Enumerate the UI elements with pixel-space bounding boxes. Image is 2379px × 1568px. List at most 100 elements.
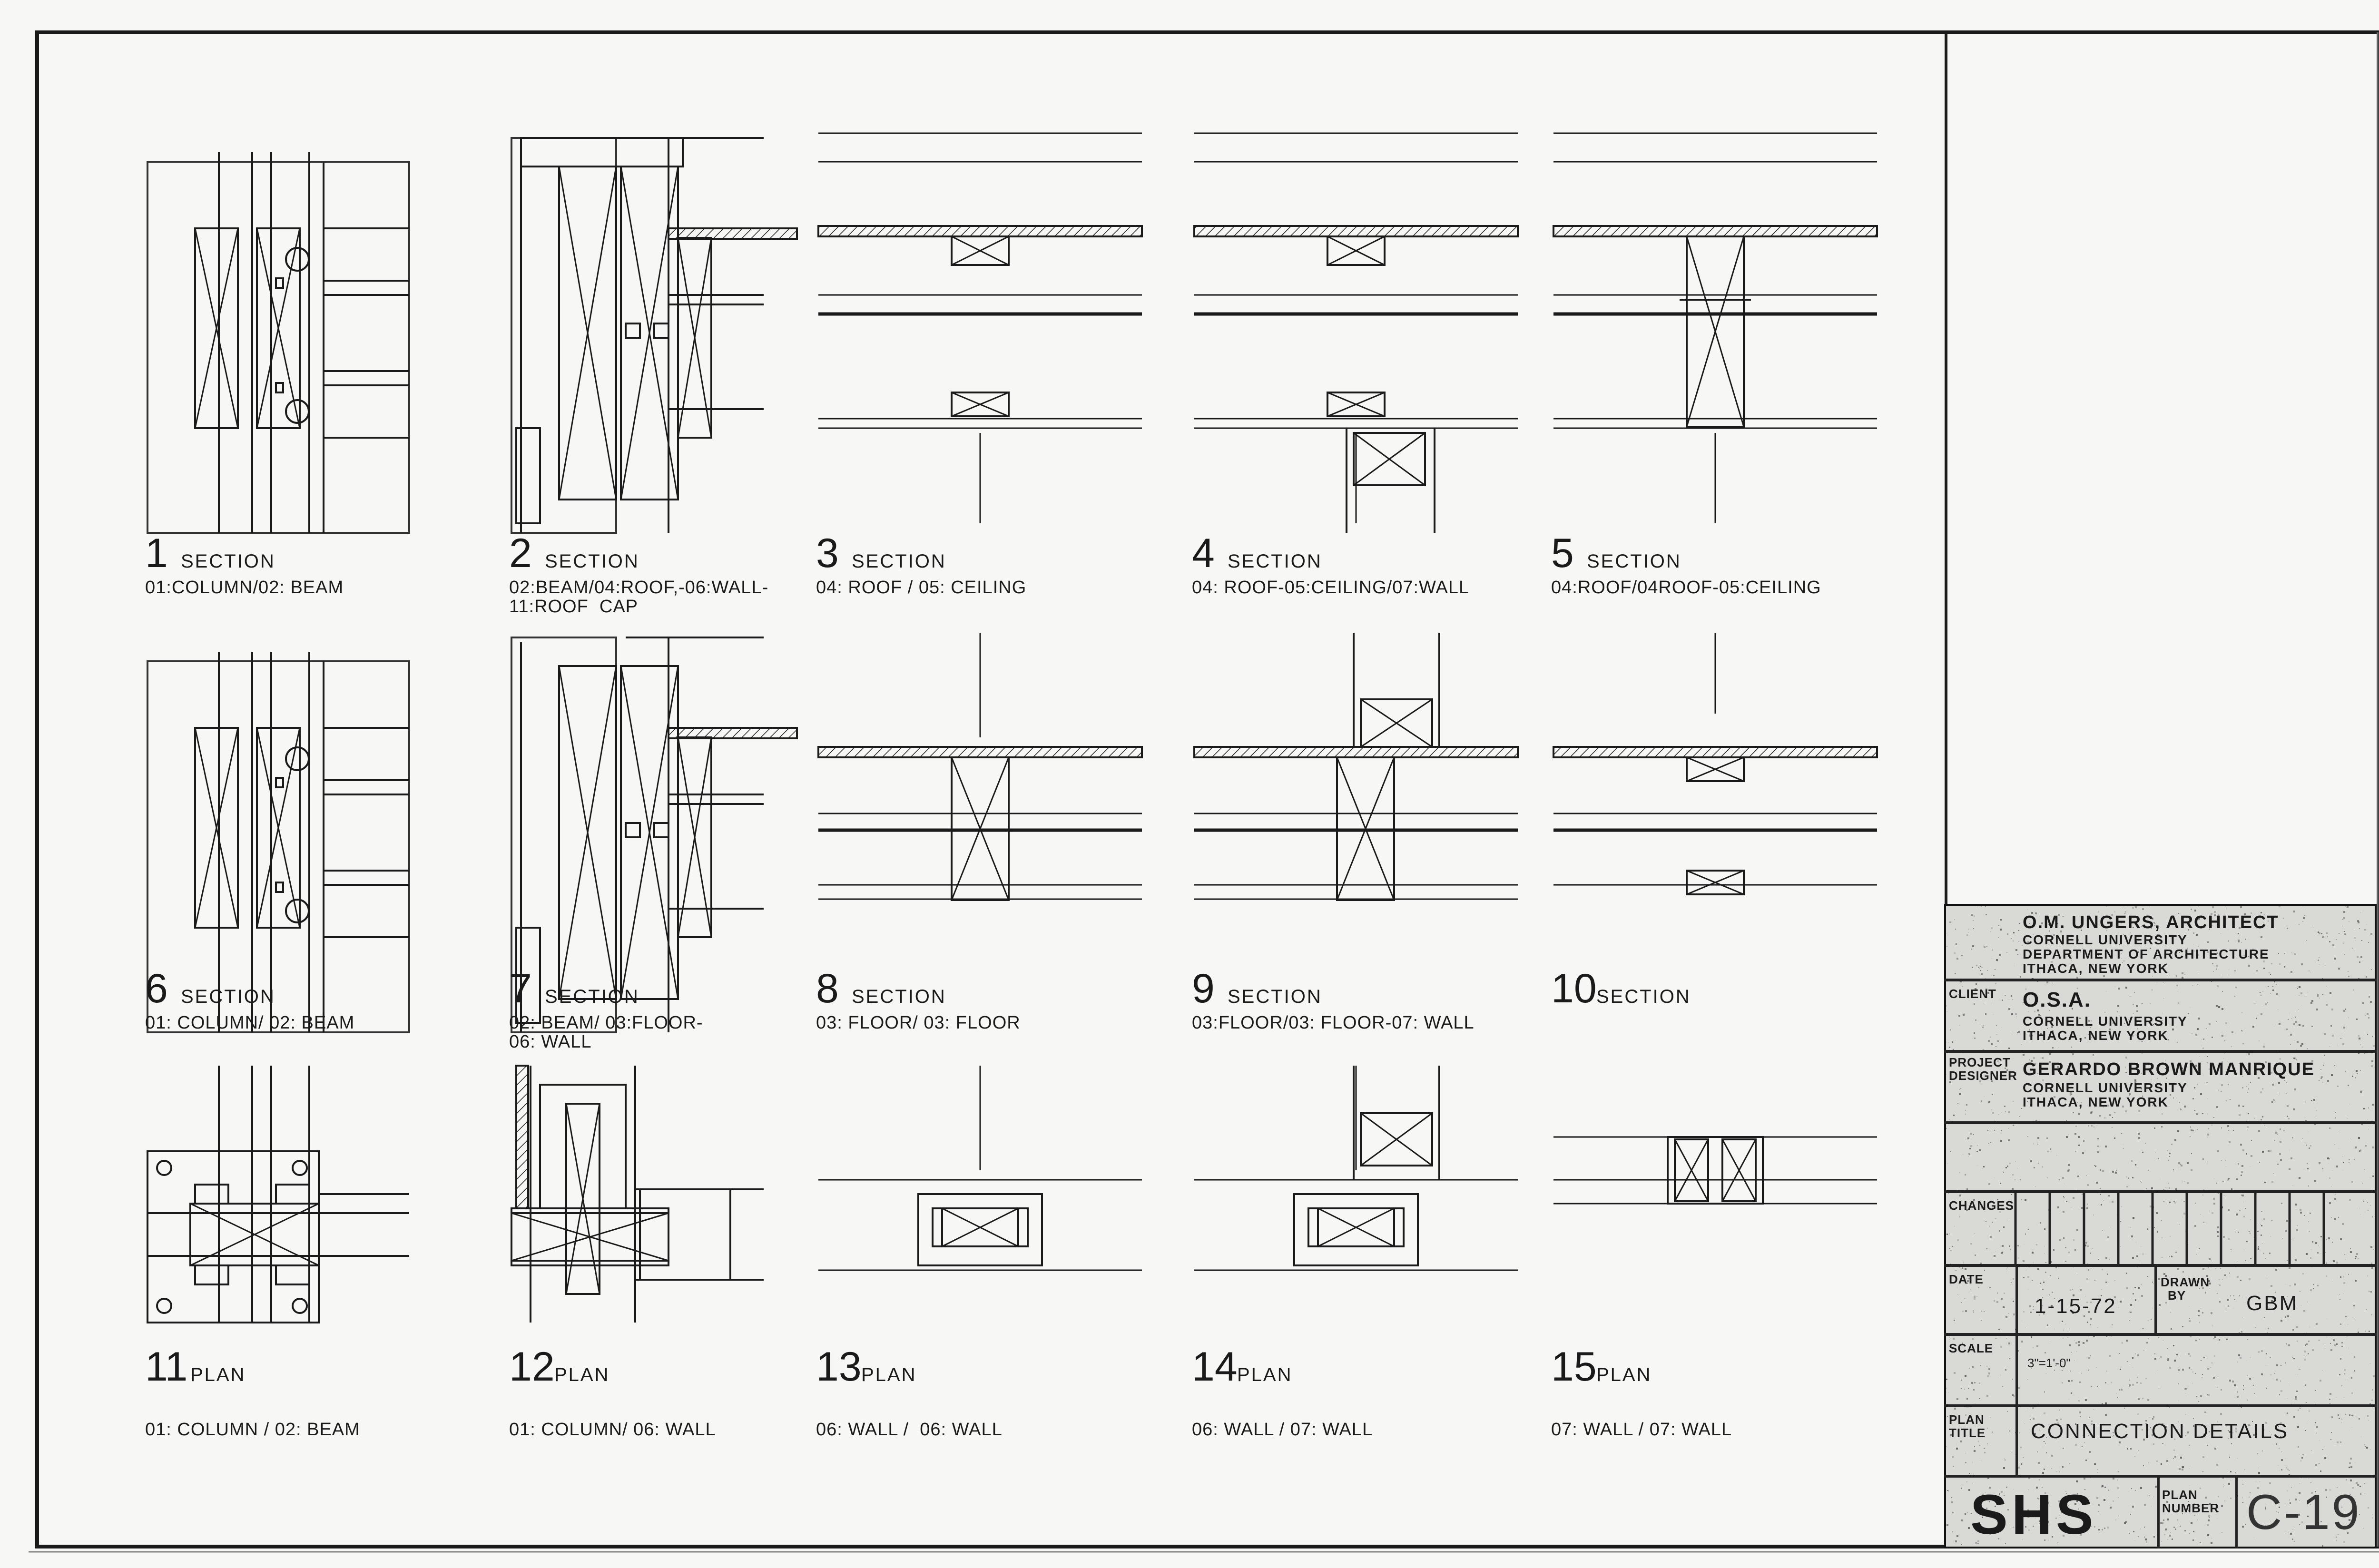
detail-description-8: 03: FLOOR/ 03: FLOOR xyxy=(816,1013,1021,1033)
detail-description-3: 04: ROOF / 05: CEILING xyxy=(816,578,1027,598)
designer-name: GERARDO BROWN MANRIQUE xyxy=(2023,1059,2315,1079)
plan-title-row: PLAN TITLE CONNECTION DETAILS xyxy=(1944,1407,2377,1478)
architect-line3: ITHACA, NEW YORK xyxy=(2023,961,2169,976)
date-label: DATE xyxy=(1949,1272,1984,1286)
blank-row xyxy=(1944,1124,2377,1193)
detail-12-drawing xyxy=(511,1065,764,1323)
client-name: O.S.A. xyxy=(2023,988,2092,1011)
detail-number-14: 14 xyxy=(1192,1344,1238,1390)
detail-description-6: 01: COLUMN/ 02: BEAM xyxy=(145,1013,355,1033)
detail-description-13: 06: WALL / 06: WALL xyxy=(816,1420,1003,1440)
logo-row: SHS PLAN NUMBER C-19 xyxy=(1944,1478,2377,1548)
detail-7-drawing xyxy=(511,637,798,1033)
detail-type-3: SECTION xyxy=(852,551,946,572)
drawn-by-label-2: BY xyxy=(2168,1288,2186,1303)
detail-type-6: SECTION xyxy=(181,986,275,1007)
detail-description-7: 02: BEAM/ 03:FLOOR- 06: WALL xyxy=(509,1013,703,1052)
detail-1-drawing xyxy=(147,152,410,534)
date-value: 1-15-72 xyxy=(2035,1294,2117,1318)
detail-number-10: 10 xyxy=(1551,966,1597,1011)
architect-line2: DEPARTMENT OF ARCHITECTURE xyxy=(2023,947,2270,961)
detail-type-2: SECTION xyxy=(545,551,639,572)
detail-description-9: 03:FLOOR/03: FLOOR-07: WALL xyxy=(1192,1013,1475,1033)
detail-type-11: PLAN xyxy=(190,1364,246,1385)
detail-6-drawing xyxy=(147,652,410,1033)
detail-number-9: 9 xyxy=(1192,966,1215,1011)
designer-label-2: DESIGNER xyxy=(1949,1068,2017,1083)
detail-14-drawing xyxy=(1194,1066,1518,1271)
plan-number-label-2: NUMBER xyxy=(2162,1501,2220,1515)
detail-number-12: 12 xyxy=(509,1344,555,1390)
detail-number-3: 3 xyxy=(816,530,839,576)
detail-11-drawing xyxy=(147,1066,409,1323)
client-row: CLIENT O.S.A. CORNELL UNIVERSITY ITHACA,… xyxy=(1944,981,2377,1053)
architect-row: O.M. UNGERS, ARCHITECT CORNELL UNIVERSIT… xyxy=(1944,904,2377,981)
detail-type-4: SECTION xyxy=(1228,551,1322,572)
detail-type-15: PLAN xyxy=(1596,1364,1652,1385)
changes-row: CHANGES xyxy=(1944,1193,2377,1267)
detail-description-12: 01: COLUMN/ 06: WALL xyxy=(509,1420,716,1440)
scale-value: 3"=1'-0" xyxy=(2027,1356,2071,1370)
detail-type-10: SECTION xyxy=(1596,986,1691,1007)
drawn-by-value: GBM xyxy=(2246,1292,2299,1315)
changes-label: CHANGES xyxy=(1949,1198,2015,1213)
detail-10-drawing xyxy=(1553,633,1878,895)
detail-description-2: 02:BEAM/04:ROOF,-06:WALL- 11:ROOF CAP xyxy=(509,578,769,617)
detail-type-12: PLAN xyxy=(554,1364,610,1385)
detail-number-4: 4 xyxy=(1192,530,1215,576)
detail-number-13: 13 xyxy=(816,1344,862,1390)
shs-logo: SHS xyxy=(1970,1483,2097,1546)
scale-label: SCALE xyxy=(1949,1341,1994,1355)
detail-description-4: 04: ROOF-05:CEILING/07:WALL xyxy=(1192,578,1470,598)
scale-row: SCALE 3"=1'-0" xyxy=(1944,1336,2377,1407)
title-block: O.M. UNGERS, ARCHITECT CORNELL UNIVERSIT… xyxy=(1944,904,2377,1548)
detail-description-15: 07: WALL / 07: WALL xyxy=(1551,1420,1732,1440)
architect-line1: CORNELL UNIVERSITY xyxy=(2023,932,2188,947)
detail-type-1: SECTION xyxy=(181,551,275,572)
date-row: DATE 1-15-72 DRAWN BY GBM xyxy=(1944,1267,2377,1336)
detail-type-13: PLAN xyxy=(861,1364,917,1385)
detail-9-drawing xyxy=(1193,633,1519,901)
detail-2-drawing xyxy=(511,137,798,534)
detail-number-15: 15 xyxy=(1551,1344,1597,1390)
detail-number-1: 1 xyxy=(145,530,168,576)
detail-3-drawing xyxy=(817,132,1143,523)
plan-title-value: CONNECTION DETAILS xyxy=(2031,1420,2289,1443)
plan-number-label-1: PLAN xyxy=(2162,1488,2198,1502)
designer-row: PROJECT DESIGNER GERARDO BROWN MANRIQUE … xyxy=(1944,1053,2377,1124)
detail-type-5: SECTION xyxy=(1587,551,1681,572)
detail-number-11: 11 xyxy=(145,1344,188,1390)
detail-description-5: 04:ROOF/04ROOF-05:CEILING xyxy=(1551,578,1821,598)
designer-line1: CORNELL UNIVERSITY xyxy=(2023,1080,2188,1095)
plan-title-label-2: TITLE xyxy=(1949,1426,1986,1440)
detail-description-11: 01: COLUMN / 02: BEAM xyxy=(145,1420,360,1440)
designer-line2: ITHACA, NEW YORK xyxy=(2023,1095,2169,1109)
detail-type-7: SECTION xyxy=(545,986,639,1007)
drawn-by-label-1: DRAWN xyxy=(2161,1275,2210,1289)
detail-8-drawing xyxy=(817,633,1143,901)
detail-type-14: PLAN xyxy=(1237,1364,1293,1385)
client-label: CLIENT xyxy=(1949,987,1996,1001)
plan-title-label-1: PLAN xyxy=(1949,1412,1985,1427)
client-line2: ITHACA, NEW YORK xyxy=(2023,1028,2169,1043)
designer-label-1: PROJECT xyxy=(1949,1055,2011,1069)
detail-number-5: 5 xyxy=(1551,530,1574,576)
client-line1: CORNELL UNIVERSITY xyxy=(2023,1014,2188,1029)
detail-description-1: 01:COLUMN/02: BEAM xyxy=(145,578,344,598)
architect-name: O.M. UNGERS, ARCHITECT xyxy=(2023,912,2279,932)
detail-13-drawing xyxy=(818,1066,1142,1271)
detail-type-9: SECTION xyxy=(1228,986,1322,1007)
detail-type-8: SECTION xyxy=(852,986,946,1007)
detail-number-7: 7 xyxy=(509,966,532,1011)
plan-number-value: C-19 xyxy=(2246,1485,2361,1540)
detail-number-2: 2 xyxy=(509,530,532,576)
changes-grid xyxy=(2014,1193,2325,1267)
detail-5-drawing xyxy=(1553,132,1878,523)
detail-15-drawing xyxy=(1553,1136,1877,1205)
detail-number-8: 8 xyxy=(816,966,839,1011)
detail-number-6: 6 xyxy=(145,966,168,1011)
detail-description-14: 06: WALL / 07: WALL xyxy=(1192,1420,1373,1440)
detail-4-drawing xyxy=(1193,132,1519,533)
